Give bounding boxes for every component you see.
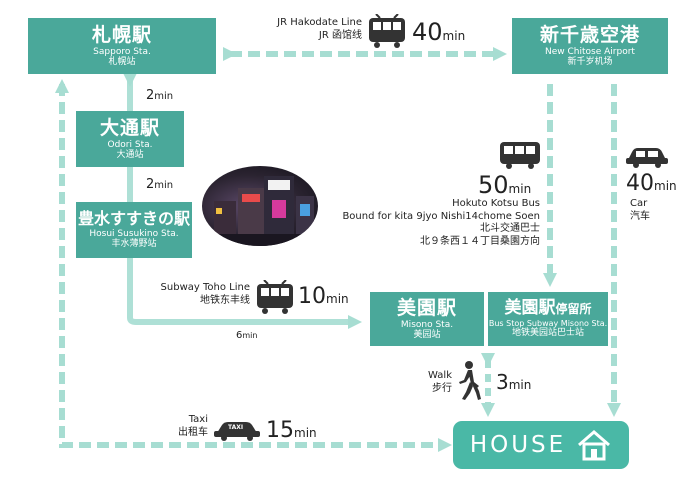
station-hosui: 豊水すすきの駅 Hosui Susukino Sta. 丰水薄野站 xyxy=(76,202,192,258)
car-label: Car 汽车 xyxy=(630,198,650,223)
station-sapporo: 札幌駅 Sapporo Sta. 札幌站 xyxy=(28,18,216,74)
time-sapporo-odori-unit: min xyxy=(154,91,174,102)
taxi-label-en: Taxi xyxy=(188,414,208,425)
walk-time: 3min xyxy=(496,370,531,394)
jr-time-value: 40 xyxy=(412,18,443,46)
susukino-night-photo xyxy=(202,166,318,246)
car-time-value: 40 xyxy=(626,171,654,196)
station-busstop-jp-suffix: 停留所 xyxy=(555,302,592,317)
jr-line-en: JR Hakodate Line xyxy=(277,17,362,28)
subway-time-value: 10 xyxy=(298,284,326,309)
taxi-time: 15min xyxy=(266,418,317,443)
station-hosui-cn: 丰水薄野站 xyxy=(111,239,157,250)
jr-time-unit: min xyxy=(442,29,466,43)
taxi-label: Taxi 出租车 xyxy=(160,414,208,439)
time-odori-hosui-unit: min xyxy=(154,180,174,191)
taxi-time-value: 15 xyxy=(266,418,294,443)
car-time-unit: min xyxy=(654,179,677,193)
taxi-label-cn: 出租车 xyxy=(178,426,208,438)
station-chitose: 新千歳空港 New Chitose Airport 新千岁机场 xyxy=(512,18,668,74)
station-sapporo-jp: 札幌駅 xyxy=(91,23,152,46)
house-icon xyxy=(578,430,611,461)
car-label-en: Car xyxy=(630,198,648,209)
jr-label: JR Hakodate Line JR 函馆线 xyxy=(246,17,362,42)
time-odori-hosui: 2min xyxy=(146,177,173,192)
house-destination: HOUSE xyxy=(453,421,629,469)
taxi-icon: TAXI xyxy=(212,416,262,442)
subway-line-en: Subway Toho Line xyxy=(160,282,250,293)
subway-time: 10min xyxy=(298,284,349,309)
bus-line3: 北斗交通巴士 xyxy=(480,223,540,234)
time-sapporo-odori-value: 2 xyxy=(146,88,155,103)
station-chitose-jp: 新千歳空港 xyxy=(539,23,640,46)
subway-sub-time: 6min xyxy=(236,330,257,341)
bus-icon xyxy=(500,142,540,169)
subway-sub-time-unit: min xyxy=(242,331,258,340)
time-sapporo-odori: 2min xyxy=(146,88,173,103)
subway-line-cn: 地铁东丰线 xyxy=(200,294,250,306)
station-chitose-en: New Chitose Airport xyxy=(545,46,635,57)
train-icon-jr xyxy=(369,14,405,48)
walk-label-en: Walk xyxy=(428,370,452,381)
taxi-route-line xyxy=(59,84,452,452)
jr-time: 40min xyxy=(412,18,465,46)
station-sapporo-en: Sapporo Sta. xyxy=(93,46,151,57)
subway-sub-time-value: 6 xyxy=(236,330,243,341)
bus-line4: 北９条西１４丁目桑園方向 xyxy=(420,235,540,247)
subway-label: Subway Toho Line 地铁东丰线 xyxy=(140,282,250,307)
bus-label: Hokuto Kotsu Bus Bound for kita 9jyo Nis… xyxy=(330,198,540,248)
car-label-cn: 汽车 xyxy=(630,210,650,222)
car-icon xyxy=(626,148,668,168)
walk-time-value: 3 xyxy=(496,370,509,394)
station-odori-cn: 大通站 xyxy=(116,149,144,160)
station-busstop-jp: 美園駅停留所 xyxy=(504,299,591,319)
station-busstop-cn: 地铁美园站巴士站 xyxy=(511,328,584,339)
station-hosui-en: Hosui Susukino Sta. xyxy=(89,228,179,239)
jr-line-cn: JR 函馆线 xyxy=(318,29,362,41)
walk-time-unit: min xyxy=(508,378,532,392)
walk-label: Walk 步行 xyxy=(416,370,452,395)
taxi-sign: TAXI xyxy=(228,424,244,431)
station-odori-jp: 大通駅 xyxy=(99,116,160,139)
car-time: 40min xyxy=(626,171,677,196)
station-busstop-en: Bus Stop Subway Misono Sta. xyxy=(488,319,608,328)
station-misono: 美園駅 Misono Sta. 美园站 xyxy=(370,292,484,346)
station-misono-en: Misono Sta. xyxy=(400,319,454,330)
station-hosui-jp: 豊水すすきの駅 xyxy=(77,209,190,229)
station-misono-cn: 美园站 xyxy=(413,329,441,340)
time-odori-hosui-value: 2 xyxy=(146,177,155,192)
taxi-time-unit: min xyxy=(294,426,317,440)
bus-time-unit: min xyxy=(508,182,532,196)
taxi-car-shape xyxy=(214,422,260,441)
walking-person-icon xyxy=(459,361,481,400)
station-sapporo-cn: 札幌站 xyxy=(108,56,136,67)
subway-time-unit: min xyxy=(326,292,349,306)
station-odori-en: Odori Sta. xyxy=(107,139,153,150)
train-icon-subway xyxy=(257,280,293,314)
bus-time: 50min xyxy=(478,171,531,199)
house-label: HOUSE xyxy=(469,432,567,458)
bus-time-value: 50 xyxy=(478,171,509,199)
station-busstop-jp-main: 美園駅 xyxy=(504,298,556,319)
photo-illustration xyxy=(202,176,318,246)
bus-line1: Hokuto Kotsu Bus xyxy=(452,198,540,209)
station-chitose-cn: 新千岁机场 xyxy=(567,56,613,67)
station-busstop: 美園駅停留所 Bus Stop Subway Misono Sta. 地铁美园站… xyxy=(488,292,608,346)
station-misono-jp: 美園駅 xyxy=(396,296,457,319)
station-odori: 大通駅 Odori Sta. 大通站 xyxy=(76,111,184,167)
walk-label-cn: 步行 xyxy=(432,382,452,394)
subway-route-line xyxy=(127,88,362,329)
bus-line2: Bound for kita 9jyo Nishi14chome Soen xyxy=(342,210,540,222)
